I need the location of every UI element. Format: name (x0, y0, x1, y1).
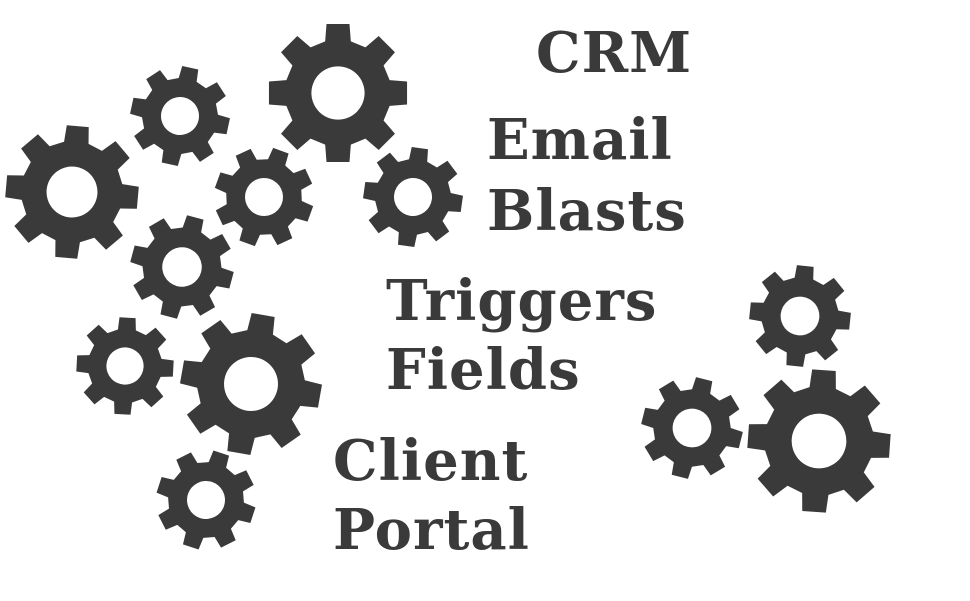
label-fields: Fields (386, 337, 581, 403)
label-portal: Portal (333, 497, 530, 563)
gear-icon (5, 125, 139, 259)
gear-icon (749, 265, 851, 367)
gear-icon (747, 369, 891, 513)
label-blasts: Blasts (487, 178, 687, 244)
label-crm: CRM (536, 20, 693, 86)
label-client: Client (333, 428, 529, 494)
gear-icon (130, 215, 234, 319)
gear-icon (268, 23, 408, 163)
gear-icon (363, 147, 463, 247)
gear-icon (214, 147, 314, 247)
gear-icon (76, 317, 174, 415)
gear-icon (179, 312, 323, 456)
label-email: Email (487, 107, 673, 173)
gear-icon (641, 377, 743, 479)
gear-icon (130, 66, 230, 166)
label-triggers: Triggers (386, 268, 658, 334)
gear-icon (156, 450, 256, 550)
